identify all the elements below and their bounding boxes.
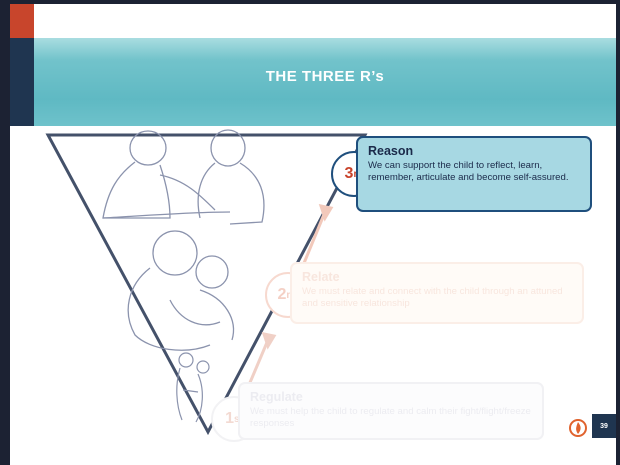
badge-number: 1 [225,410,234,427]
reason-card: Reason We can support the child to refle… [356,136,592,212]
slide-title: THE THREE R’s [265,68,385,85]
relate-card: Relate We must relate and connect with t… [290,262,584,324]
up-right-arrow [300,204,334,269]
relate-text: We must relate and connect with the chil… [302,286,563,309]
title-side-block [10,38,34,126]
regulate-card: Regulate We must help the child to regul… [238,382,544,440]
reason-title: Reason [368,144,414,158]
figures-middle [127,230,234,351]
figures-top [102,129,265,225]
figures-bottom [176,352,210,423]
regulate-text: We must help the child to regulate and c… [250,406,531,429]
title-banner [34,38,616,126]
regulate-title: Regulate [250,390,303,404]
flame-circle-logo-icon [569,419,587,437]
reason-text: We can support the child to reflect, lea… [368,160,569,183]
right-frame-line [616,0,620,465]
corner-accent-block [10,4,34,38]
page-number: 39 [592,414,616,438]
top-frame-line [0,0,620,4]
badge-number: 2 [277,286,287,303]
relate-title: Relate [302,270,340,284]
badge-number: 3 [344,165,354,182]
left-frame-bar [0,0,10,465]
